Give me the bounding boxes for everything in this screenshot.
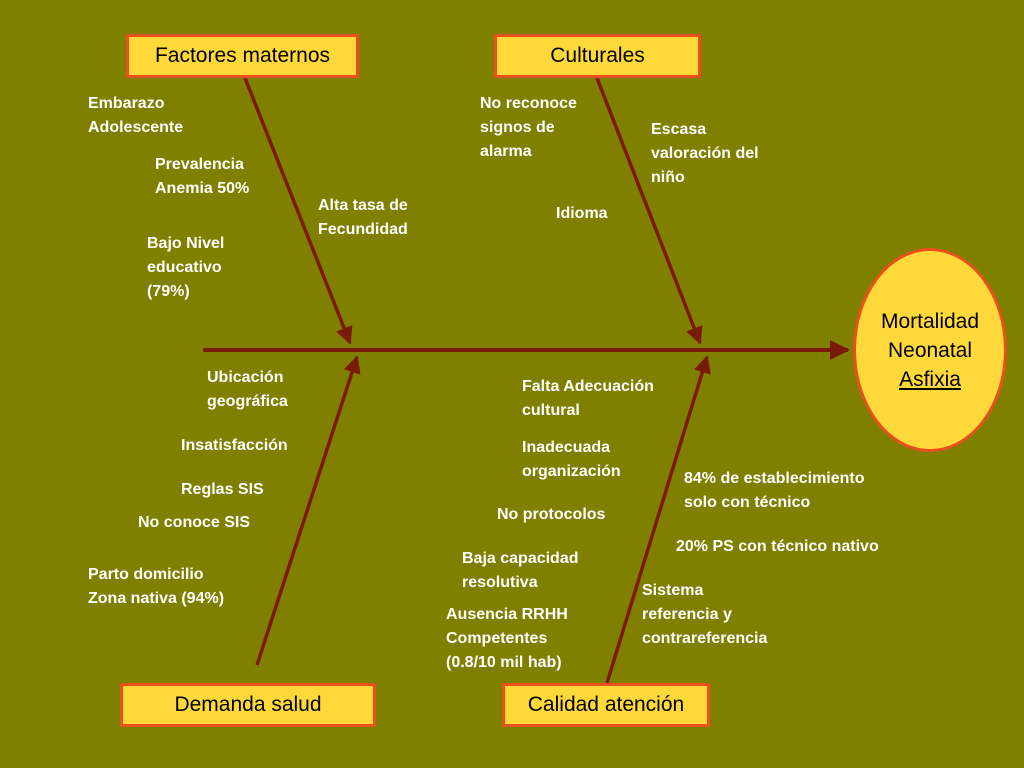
cause-alta-tasa-fecundidad: Alta tasa de Fecundidad xyxy=(318,197,408,238)
cause-no-protocolos: No protocolos xyxy=(497,506,606,523)
cause-idioma: Idioma xyxy=(556,205,608,222)
cause-parto-domicilio: Parto domicilio Zona nativa (94%) xyxy=(88,566,225,607)
effect-line-3: Asfixia xyxy=(899,367,961,391)
bone-calidad-atencion xyxy=(605,355,711,684)
effect-ellipse: Mortalidad Neonatal Asfixia xyxy=(853,248,1007,452)
cause-no-reconoce-signos: No reconoce signos de alarma xyxy=(480,95,577,160)
bone-culturales xyxy=(595,77,703,345)
bone-factores-maternos xyxy=(243,77,353,345)
cause-baja-capacidad: Baja capacidad resolutiva xyxy=(462,550,579,591)
cause-ubicacion-geografica: Ubicación geográfica xyxy=(207,369,288,410)
category-demanda-salud: Demanda salud xyxy=(120,683,376,727)
cause-sistema-referencia: Sistema referencia y contrareferencia xyxy=(642,582,768,647)
cause-escasa-valoracion: Escasa valoración del niño xyxy=(651,121,759,186)
effect-line-2: Neonatal xyxy=(887,338,973,362)
cause-insatisfaccion: Insatisfacción xyxy=(181,437,288,454)
cause-falta-adecuacion: Falta Adecuación cultural xyxy=(522,378,654,419)
effect-line-1: Mortalidad xyxy=(880,309,980,333)
category-calidad-atencion: Calidad atención xyxy=(502,683,710,727)
cause-84-establecimiento: 84% de establecimiento solo con técnico xyxy=(684,470,865,511)
cause-embarazo-adolescente: Embarazo Adolescente xyxy=(88,95,184,136)
cause-ausencia-rrhh: Ausencia RRHH Competentes (0.8/10 mil ha… xyxy=(446,606,568,671)
category-factores-maternos: Factores maternos xyxy=(126,34,359,78)
cause-reglas-sis: Reglas SIS xyxy=(181,481,264,498)
bone-demanda-salud xyxy=(255,355,361,666)
cause-bajo-nivel-educativo: Bajo Nivel educativo (79%) xyxy=(147,235,225,300)
category-culturales: Culturales xyxy=(494,34,701,78)
cause-prevalencia-anemia: Prevalencia Anemia 50% xyxy=(155,156,250,197)
cause-inadecuada-organizacion: Inadecuada organización xyxy=(522,439,621,480)
cause-no-conoce-sis: No conoce SIS xyxy=(138,514,251,531)
cause-20-ps-tecnico-nativo: 20% PS con técnico nativo xyxy=(676,538,879,555)
